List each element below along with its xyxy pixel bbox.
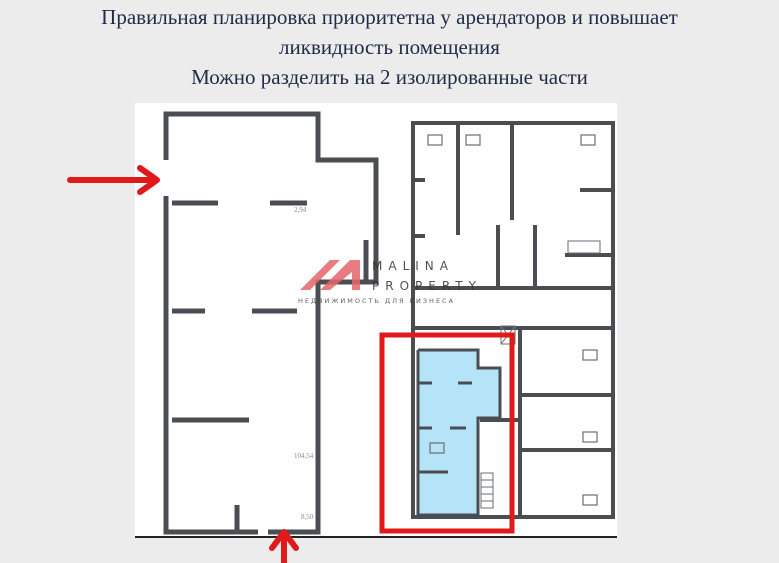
highlighted-unit-annex [478, 368, 500, 418]
watermark-logo: MALINA PROPERTY НЕДВИЖИМОСТЬ ДЛЯ БИЗНЕСА [298, 259, 482, 305]
arrow-right-icon [67, 165, 160, 195]
arrow-up-icon [269, 529, 299, 563]
window-icons [427, 134, 598, 506]
area-label: 8,50 [301, 513, 314, 521]
highlighted-unit [418, 350, 478, 515]
watermark-name-2: PROPERTY [372, 279, 482, 293]
highlight-frame [379, 332, 515, 534]
left-unit-walls [163, 111, 379, 535]
caption-line-2: ликвидность помещения [279, 35, 500, 59]
caption-line-1: Правильная планировка приоритетна у арен… [101, 5, 678, 29]
area-label: 104,54 [294, 452, 314, 460]
watermark-name: MALINA [372, 259, 454, 273]
caption-line-3: Можно разделить на 2 изолированные части [191, 65, 588, 89]
highlighted-unit-walls [416, 348, 502, 517]
area-label: 2,94 [294, 206, 307, 214]
watermark-tagline: НЕДВИЖИМОСТЬ ДЛЯ БИЗНЕСА [298, 297, 455, 305]
